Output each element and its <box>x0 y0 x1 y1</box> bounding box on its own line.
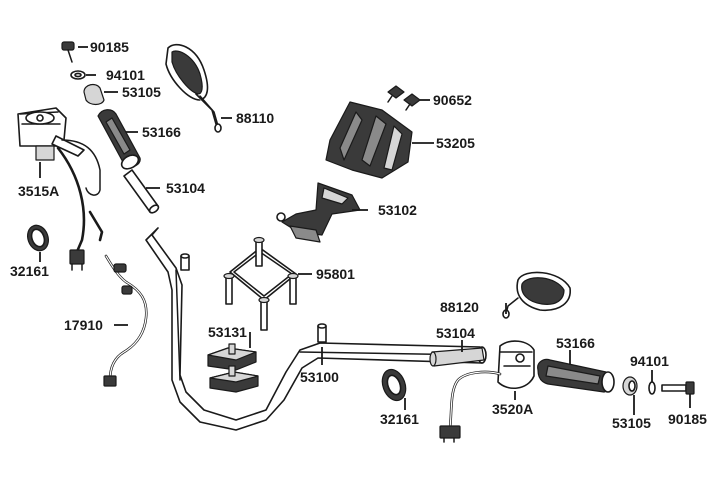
label-endcap-left: 53105 <box>122 84 161 100</box>
label-grip-left: 53166 <box>142 124 181 140</box>
grip-right-part <box>537 358 615 393</box>
tube-left-part <box>123 169 160 214</box>
windscreen-part <box>325 101 413 179</box>
leader-lines <box>39 46 691 415</box>
washer-left-part <box>70 70 86 80</box>
label-windscreen-clip: 90652 <box>433 92 472 108</box>
label-switch-wire: 17910 <box>64 317 103 333</box>
endcap-right-part <box>622 376 638 396</box>
label-bolt-right: 90185 <box>668 411 707 427</box>
label-mirror-left: 88110 <box>236 110 274 126</box>
windscreen-bracket-part <box>276 182 361 243</box>
label-endcap-right: 53105 <box>612 415 651 431</box>
label-holder: 53131 <box>208 324 247 340</box>
label-bolt-left: 90185 <box>90 39 129 55</box>
bolt-right-part <box>661 381 695 395</box>
tube-right-part <box>429 347 485 367</box>
label-mirror-right: 88120 <box>440 299 479 315</box>
label-tube-left: 53104 <box>166 180 205 196</box>
switch-wire-part <box>103 254 148 387</box>
mount-bolts-part <box>223 236 299 331</box>
band-right-part <box>381 368 407 402</box>
mirror-right-part <box>502 271 571 319</box>
grip-left-part <box>97 109 141 170</box>
label-tube-right: 53104 <box>436 325 475 341</box>
label-master-cylinder: 3515A <box>18 183 59 199</box>
label-grip-right: 53166 <box>556 335 595 351</box>
master-cylinder-part <box>17 107 104 271</box>
handlebar-part <box>145 227 487 431</box>
label-windscreen: 53205 <box>436 135 475 151</box>
endcap-left-part <box>83 83 105 106</box>
label-handlebar: 53100 <box>300 369 339 385</box>
throttle-part <box>439 340 535 443</box>
holder-part <box>207 343 259 393</box>
label-washer-right: 94101 <box>630 353 669 369</box>
bolt-left-part <box>61 41 75 63</box>
label-band-right: 32161 <box>380 411 419 427</box>
mirror-left-part <box>165 43 222 133</box>
label-washer-left: 94101 <box>106 67 145 83</box>
label-mount-bolts: 95801 <box>316 266 355 282</box>
band-left-part <box>27 224 49 252</box>
washer-right-part <box>648 381 656 395</box>
part-labels: 90185 94101 53105 53166 53104 3515A 8811… <box>10 39 707 431</box>
windscreen-clips-part <box>387 85 421 111</box>
label-band-left: 32161 <box>10 263 49 279</box>
label-throttle: 3520A <box>492 401 533 417</box>
label-windscreen-bracket: 53102 <box>378 202 417 218</box>
